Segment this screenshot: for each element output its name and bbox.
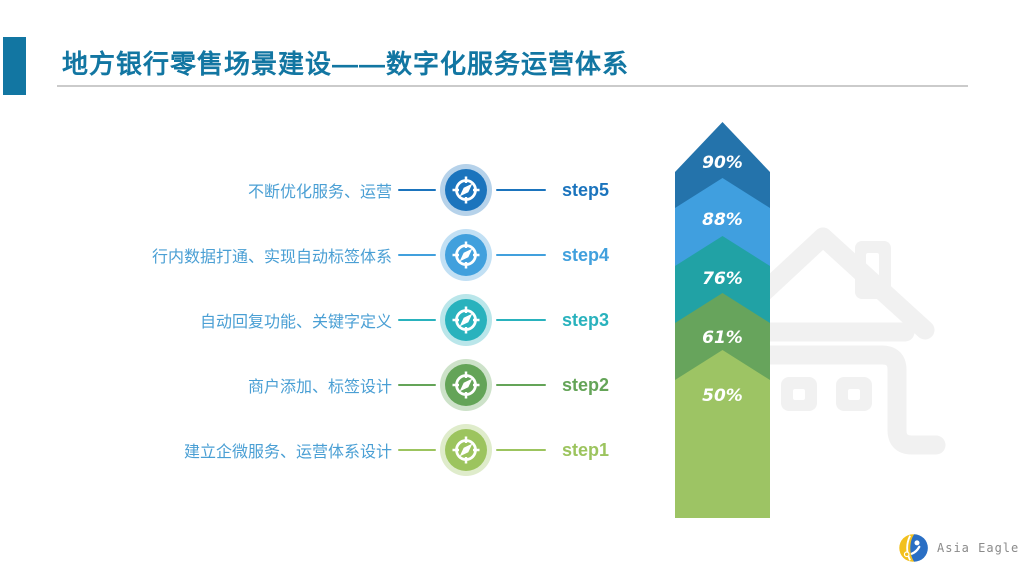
house-window-left [781, 377, 817, 411]
step-row-2: 商户添加、标签设计 step2 [80, 359, 609, 411]
compass-icon [440, 359, 492, 411]
step-label: step3 [562, 309, 610, 330]
step-description: 建立企微服务、运营体系设计 [183, 444, 392, 461]
connector-line [496, 254, 546, 256]
compass-glyph [452, 371, 480, 399]
connector-line [496, 189, 546, 191]
step-row-1: 建立企微服务、运营体系设计 step1 [80, 424, 609, 476]
connector-line [398, 189, 436, 191]
connector-line [398, 319, 436, 321]
asia-eagle-swirl-logo [899, 534, 928, 562]
tower-value-step3: 76% [702, 269, 743, 289]
step-label: step2 [562, 374, 610, 395]
connector-line [398, 449, 436, 451]
step-row-3: 自动回复功能、关键字定义 step3 [80, 294, 609, 346]
title-accent-bar [3, 37, 26, 95]
house-window-right [836, 377, 872, 411]
house-chimney [855, 241, 891, 299]
step-row-5: 不断优化服务、运营 step5 [80, 164, 609, 216]
compass-glyph [452, 241, 480, 269]
tower-value-step4: 88% [702, 210, 743, 230]
compass-icon [440, 424, 492, 476]
compass-icon [440, 294, 492, 346]
connector-line [398, 384, 436, 386]
compass-glyph [452, 306, 480, 334]
tower-value-step2: 61% [702, 328, 743, 348]
step-label: step4 [562, 244, 610, 265]
compass-glyph [452, 436, 480, 464]
brand-logo: Asia Eagle [897, 531, 1019, 565]
connector-line [398, 254, 436, 256]
title-divider [57, 85, 968, 87]
step-label: step1 [562, 439, 610, 460]
tower-value-step5: 90% [702, 153, 743, 173]
compass-icon [440, 229, 492, 281]
connector-line [496, 384, 546, 386]
tower-value-step1: 50% [702, 386, 743, 406]
connector-line [496, 319, 546, 321]
step-label: step5 [562, 179, 610, 200]
step-description: 行内数据打通、实现自动标签体系 [151, 249, 392, 266]
step-description: 商户添加、标签设计 [247, 379, 392, 396]
compass-icon [440, 164, 492, 216]
step-description: 不断优化服务、运营 [247, 184, 392, 201]
page-title: 地方银行零售场景建设——数字化服务运营体系 [62, 49, 630, 79]
connector-line [496, 449, 546, 451]
compass-glyph [452, 176, 480, 204]
brand-name: Asia Eagle [937, 541, 1020, 555]
tower-segment-step1 [675, 350, 770, 518]
percentage-chevron-tower: 90% 88% 76% 61% 50% [675, 122, 770, 518]
step-row-4: 行内数据打通、实现自动标签体系 step4 [80, 229, 609, 281]
step-description: 自动回复功能、关键字定义 [199, 314, 392, 331]
